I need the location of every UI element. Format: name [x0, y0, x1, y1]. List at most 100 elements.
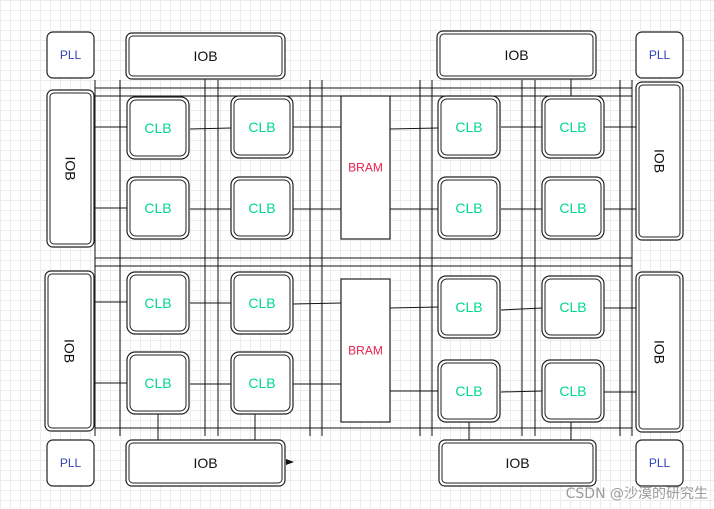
iob-bottom-left-inner-outline: [128, 442, 283, 484]
clb-r2-c1-outline: [126, 176, 190, 240]
pll-top-left-outline: [46, 31, 95, 79]
block-connection-wire: [500, 390, 543, 393]
clb-r4-c4-outline: [541, 359, 605, 423]
clb-r2-c2-inner-outline: [233, 179, 291, 237]
clb-r2-c2: CLB: [230, 176, 294, 240]
clb-r4-c1: CLB: [126, 351, 190, 415]
clb-r1-c3-inner-outline: [440, 98, 498, 156]
clb-r2-c4-inner-outline: [544, 179, 602, 237]
pll-top-right-label: PLL: [649, 48, 671, 62]
iob-left-lower-label: IOB: [62, 339, 78, 363]
iob-bottom-left-outline: [125, 439, 286, 487]
block-connection-wire: [389, 306, 439, 309]
clb-r4-c2-inner-outline: [233, 354, 291, 412]
clb-r1-c3-label: CLB: [455, 119, 482, 135]
clb-r2-c2-outline: [230, 176, 294, 240]
iob-left-lower-outline: [44, 270, 95, 432]
iob-top-left-label: IOB: [193, 48, 217, 64]
iob-right-lower-outline: [635, 271, 684, 433]
clb-r2-c3: CLB: [437, 176, 501, 240]
clb-r2-c1: CLB: [126, 176, 190, 240]
clb-r2-c4-label: CLB: [559, 200, 586, 216]
clb-r1-c3-outline: [437, 95, 501, 159]
clb-r1-c4-inner-outline: [544, 98, 602, 156]
pll-top-right: PLL: [635, 31, 684, 79]
iob-top-left-outline: [125, 32, 286, 80]
iob-bottom-left: IOB: [125, 439, 286, 487]
clb-r3-c4-label: CLB: [559, 299, 586, 315]
clb-r3-c1-outline: [126, 271, 190, 335]
clb-r4-c2: CLB: [230, 351, 294, 415]
iob-top-right-outline: [436, 30, 597, 80]
iob-top-right-inner-outline: [439, 33, 594, 77]
clb-r3-c3-outline: [437, 275, 501, 339]
clb-r2-c2-label: CLB: [248, 200, 275, 216]
iob-right-upper-label: IOB: [652, 149, 668, 173]
bram-upper-label: BRAM: [348, 161, 383, 175]
clb-r4-c1-outline: [126, 351, 190, 415]
clb-r1-c2-outline: [230, 95, 294, 159]
block-connection-wire: [292, 302, 342, 305]
iob-right-lower-inner-outline: [638, 274, 681, 430]
clb-r3-c4-outline: [541, 275, 605, 339]
clb-r3-c2-inner-outline: [233, 274, 291, 332]
iob-bottom-left-label: IOB: [193, 455, 217, 471]
pll-bottom-left-outline: [46, 439, 95, 487]
clb-r1-c1: CLB: [126, 96, 190, 160]
clb-r3-c2-outline: [230, 271, 294, 335]
pll-top-left: PLL: [46, 31, 95, 79]
bram-upper-outline: [340, 95, 391, 240]
clb-r2-c3-inner-outline: [440, 179, 498, 237]
iob-left-upper-outline: [46, 89, 95, 248]
clb-r3-c3-label: CLB: [455, 299, 482, 315]
clb-r4-c3: CLB: [437, 359, 501, 423]
clb-r3-c4-inner-outline: [544, 278, 602, 336]
pll-bottom-right: PLL: [635, 439, 684, 487]
iob-bottom-right-inner-outline: [441, 442, 594, 484]
pll-top-right-outline: [635, 31, 684, 79]
clb-r2-c4-outline: [541, 176, 605, 240]
pll-bottom-right-outline: [635, 439, 684, 487]
block-connection-wire: [389, 127, 439, 130]
bram-lower: BRAM: [340, 278, 391, 423]
clb-r4-c1-label: CLB: [144, 375, 171, 391]
clb-r3-c2: CLB: [230, 271, 294, 335]
bram-lower-outline: [340, 278, 391, 423]
iob-left-upper: IOB: [46, 89, 95, 248]
iob-right-lower: IOB: [635, 271, 684, 433]
clb-r1-c3: CLB: [437, 95, 501, 159]
clb-r1-c2: CLB: [230, 95, 294, 159]
clb-r3-c3-inner-outline: [440, 278, 498, 336]
watermark: CSDN @沙漠的研究生: [565, 486, 708, 502]
iob-left-lower-inner-outline: [47, 273, 92, 429]
clb-r3-c1: CLB: [126, 271, 190, 335]
iob-left-upper-inner-outline: [49, 92, 92, 245]
clb-r1-c1-outline: [126, 96, 190, 160]
iob-right-upper-outline: [635, 81, 684, 241]
bram-lower-label: BRAM: [348, 344, 383, 358]
arrow-icon: [286, 459, 294, 465]
iob-top-right: IOB: [436, 30, 597, 80]
clb-r3-c3: CLB: [437, 275, 501, 339]
clb-r3-c2-label: CLB: [248, 295, 275, 311]
block-connection-wire: [189, 127, 232, 130]
iob-right-upper-inner-outline: [638, 84, 681, 238]
iob-left-lower: IOB: [44, 270, 95, 432]
clb-r2-c3-label: CLB: [455, 200, 482, 216]
pll-bottom-right-label: PLL: [649, 456, 671, 470]
clb-r3-c1-inner-outline: [129, 274, 187, 332]
clb-r1-c4-outline: [541, 95, 605, 159]
pll-bottom-left: PLL: [46, 439, 95, 487]
clb-r1-c2-label: CLB: [248, 119, 275, 135]
bram-upper: BRAM: [340, 95, 391, 240]
iob-right-upper: IOB: [635, 81, 684, 241]
clb-r4-c2-outline: [230, 351, 294, 415]
clb-r1-c1-inner-outline: [129, 99, 187, 157]
clb-r1-c1-label: CLB: [144, 120, 171, 136]
clb-r4-c4: CLB: [541, 359, 605, 423]
iob-top-left: IOB: [125, 32, 286, 80]
clb-r2-c1-inner-outline: [129, 179, 187, 237]
clb-r1-c2-inner-outline: [233, 98, 291, 156]
